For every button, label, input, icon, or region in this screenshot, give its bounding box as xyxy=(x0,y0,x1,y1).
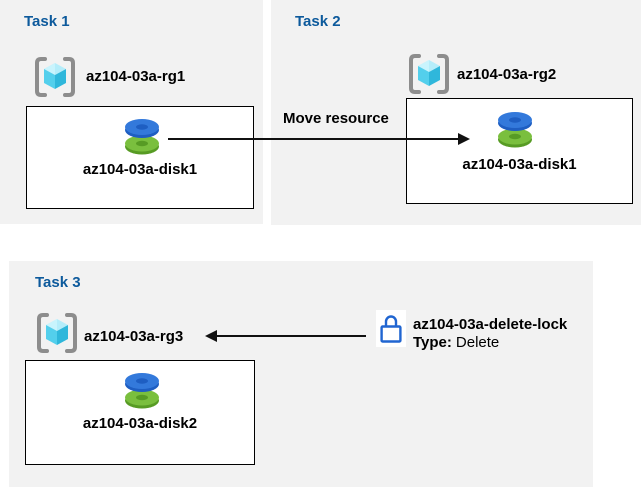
lock-name-label: az104-03a-delete-lock xyxy=(413,316,568,333)
lock-arrow-line xyxy=(217,335,366,337)
lock-type-label: Type: xyxy=(413,334,452,351)
lock-arrow-head xyxy=(205,330,217,342)
resource-group-label: az104-03a-rg3 xyxy=(84,328,184,345)
resource-group-icon xyxy=(409,54,449,94)
delete-lock-icon xyxy=(380,315,402,343)
move-arrow-line xyxy=(168,138,460,140)
managed-disk-icon xyxy=(125,373,159,409)
managed-disk-icon xyxy=(125,119,159,155)
task3-title: Task 3 xyxy=(35,274,81,291)
task1-title: Task 1 xyxy=(24,13,70,30)
lock-type-row: Type:Delete xyxy=(413,334,499,352)
move-resource-label: Move resource xyxy=(283,110,389,127)
move-arrow-head xyxy=(458,133,470,145)
disk-label: az104-03a-disk2 xyxy=(82,415,198,432)
disk-label: az104-03a-disk1 xyxy=(462,156,577,173)
resource-group-label: az104-03a-rg2 xyxy=(457,66,557,83)
lock-plate xyxy=(376,310,406,347)
lock-type-value: Delete xyxy=(455,334,500,351)
task2-title: Task 2 xyxy=(295,13,341,30)
managed-disk-icon xyxy=(498,112,532,148)
resource-group-icon xyxy=(35,57,75,97)
resource-group-icon xyxy=(37,313,77,353)
disk-label: az104-03a-disk1 xyxy=(82,161,198,178)
resource-group-label: az104-03a-rg1 xyxy=(86,68,186,85)
